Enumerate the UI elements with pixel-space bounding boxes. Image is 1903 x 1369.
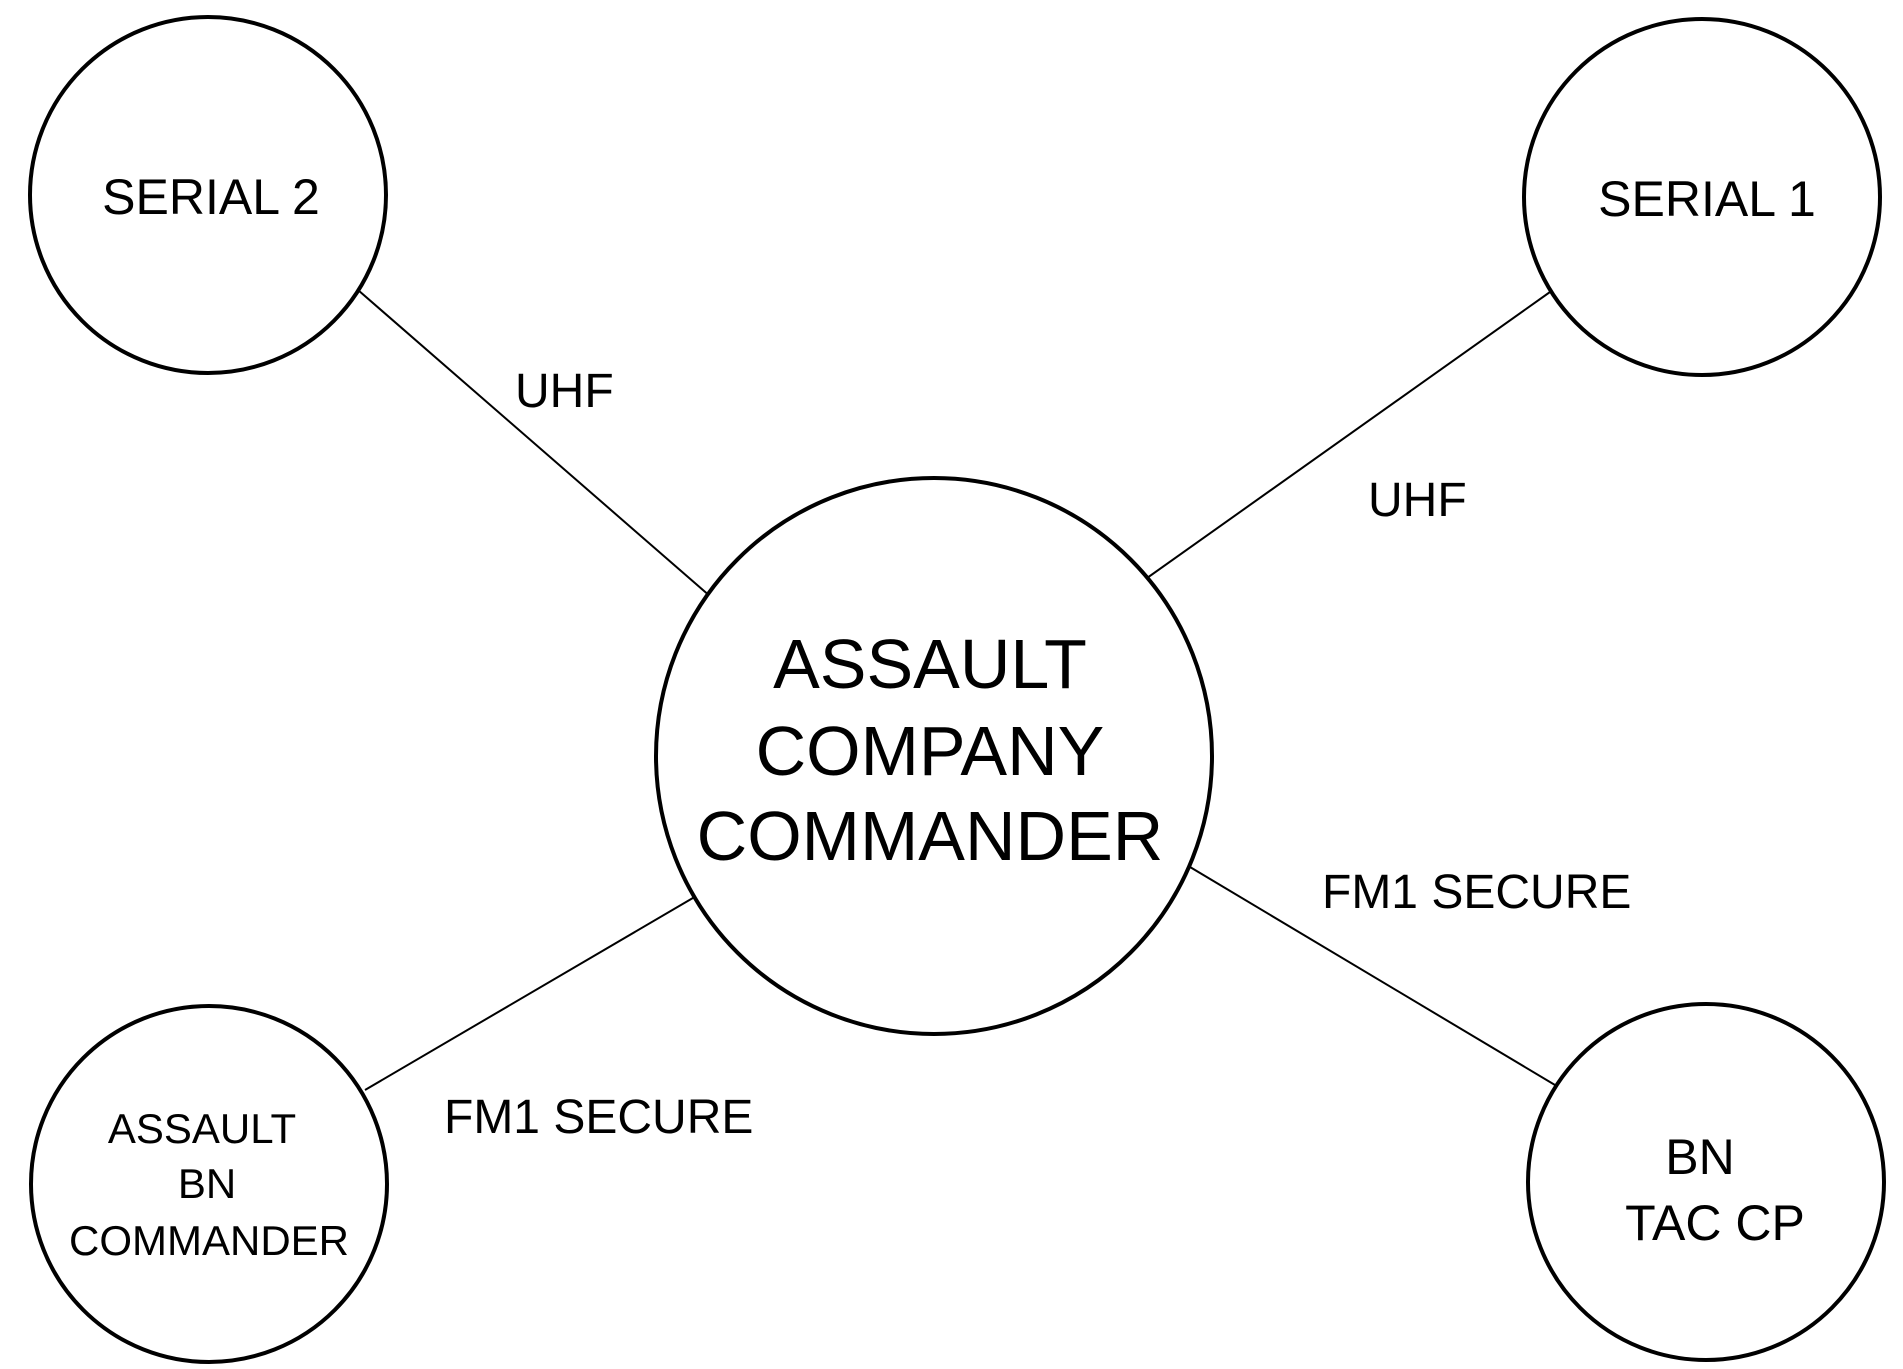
link-label-serial-2: UHF bbox=[515, 365, 614, 418]
center-label-line-2: COMPANY bbox=[756, 712, 1105, 790]
node-assault-bn-commander bbox=[29, 1004, 389, 1364]
link-serial-2 bbox=[357, 289, 712, 598]
link-serial-1 bbox=[1139, 291, 1551, 584]
node-assault-company-commander bbox=[654, 476, 1214, 1036]
node-serial-2 bbox=[28, 15, 388, 375]
assault-bn-label-line-2: BN bbox=[178, 1160, 236, 1207]
bn-tac-cp-label-line-1: BN bbox=[1665, 1129, 1734, 1185]
assault-bn-label-line-1: ASSAULT bbox=[108, 1105, 296, 1152]
link-label-serial-1: UHF bbox=[1368, 474, 1467, 527]
bn-tac-cp-label-line-2: TAC CP bbox=[1625, 1195, 1805, 1251]
center-label-line-3: COMMANDER bbox=[697, 797, 1164, 875]
link-label-bn-tac-cp: FM1 SECURE bbox=[1322, 866, 1631, 919]
link-label-assault-bn: FM1 SECURE bbox=[444, 1091, 753, 1144]
serial-2-label: SERIAL 2 bbox=[102, 169, 320, 225]
assault-bn-label-line-3: COMMANDER bbox=[69, 1217, 349, 1264]
serial-1-label: SERIAL 1 bbox=[1598, 171, 1816, 227]
node-bn-tac-cp bbox=[1526, 1002, 1886, 1362]
center-label-line-1: ASSAULT bbox=[773, 625, 1087, 703]
link-assault-bn-commander bbox=[364, 894, 699, 1091]
node-serial-1 bbox=[1522, 17, 1882, 377]
link-bn-tac-cp bbox=[1189, 866, 1561, 1089]
